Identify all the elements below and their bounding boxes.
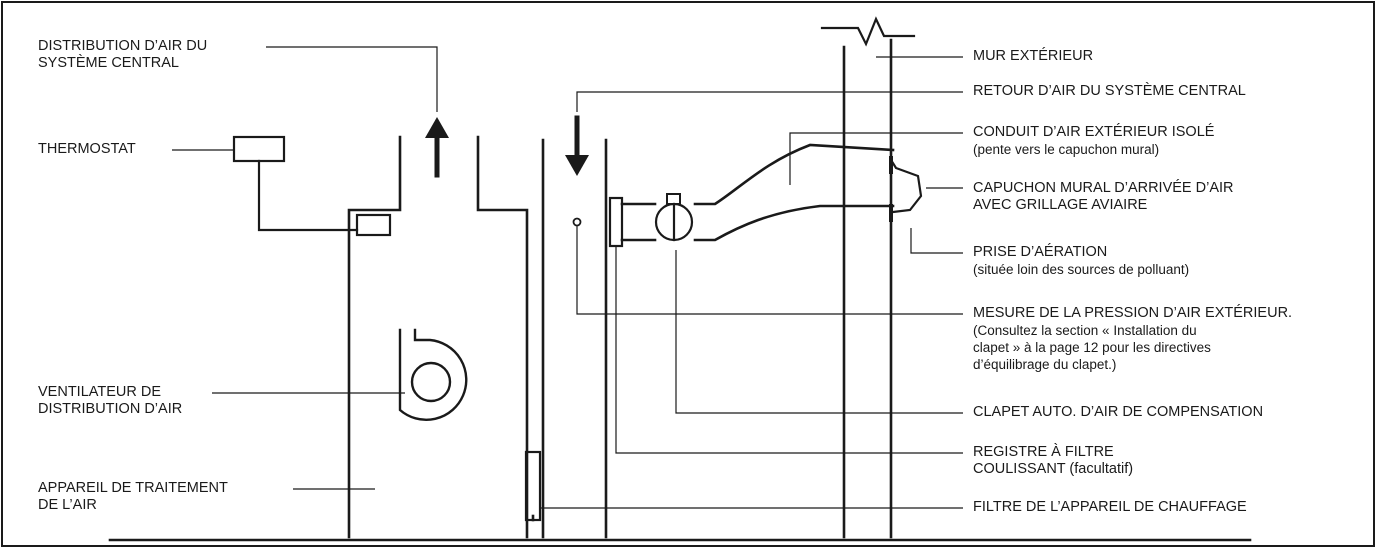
blower-icon [398, 328, 468, 421]
label-exterior-wall: MUR EXTÉRIEUR [973, 48, 1094, 64]
leader-fresh-air-intake [910, 228, 963, 254]
air-handler-cabinet-left [347, 135, 402, 539]
leader-filter-rack [615, 246, 963, 454]
thermostat-icon [232, 135, 286, 163]
return-arrow-head [565, 155, 589, 176]
label-blower: VENTILATEUR DE DISTRIBUTION D’AIR [38, 384, 183, 417]
air-handler-cabinet-right [476, 135, 529, 539]
wall-break [820, 16, 916, 47]
wall-hood [889, 158, 923, 214]
control-box [355, 213, 392, 237]
label-pressure-measure: MESURE DE LA PRESSION D’AIR EXTÉRIEUR. (… [973, 305, 1293, 372]
label-filter-rack: REGISTRE À FILTRE COULISSANT (facultatif… [973, 444, 1134, 477]
insulated-duct-top [620, 143, 895, 206]
leader-central-return [576, 91, 963, 112]
pressure-tap-icon [572, 217, 582, 227]
leader-pressure-measure [576, 226, 963, 315]
supply-arrow-head [425, 117, 449, 138]
label-central-return: RETOUR D’AIR DU SYSTÈME CENTRAL [973, 83, 1246, 99]
label-fresh-air-intake: PRISE D’AÉRATION (située loin des source… [973, 244, 1190, 277]
leader-central-supply [266, 46, 438, 112]
label-wall-hood: CAPUCHON MURAL D’ARRIVÉE D’AIR AVEC GRIL… [973, 180, 1234, 213]
label-thermostat: THERMOSTAT [38, 141, 136, 157]
label-central-supply: DISTRIBUTION D’AIR DU SYSTÈME CENTRAL [38, 38, 208, 71]
label-air-handler: APPAREIL DE TRAITEMENT DE L’AIR [38, 480, 228, 513]
thermostat-wire [257, 159, 359, 232]
label-damper: CLAPET AUTO. D’AIR DE COMPENSATION [973, 404, 1264, 420]
label-furnace-filter: FILTRE DE L’APPAREIL DE CHAUFFAGE [973, 499, 1247, 515]
leader-insulated-duct [789, 132, 963, 185]
filter-rack-collar [608, 196, 624, 248]
insulated-duct-bottom [620, 204, 895, 242]
label-insulated-duct: CONDUIT D’AIR EXTÉRIEUR ISOLÉ (pente ver… [973, 124, 1215, 157]
leader-damper [675, 250, 963, 414]
